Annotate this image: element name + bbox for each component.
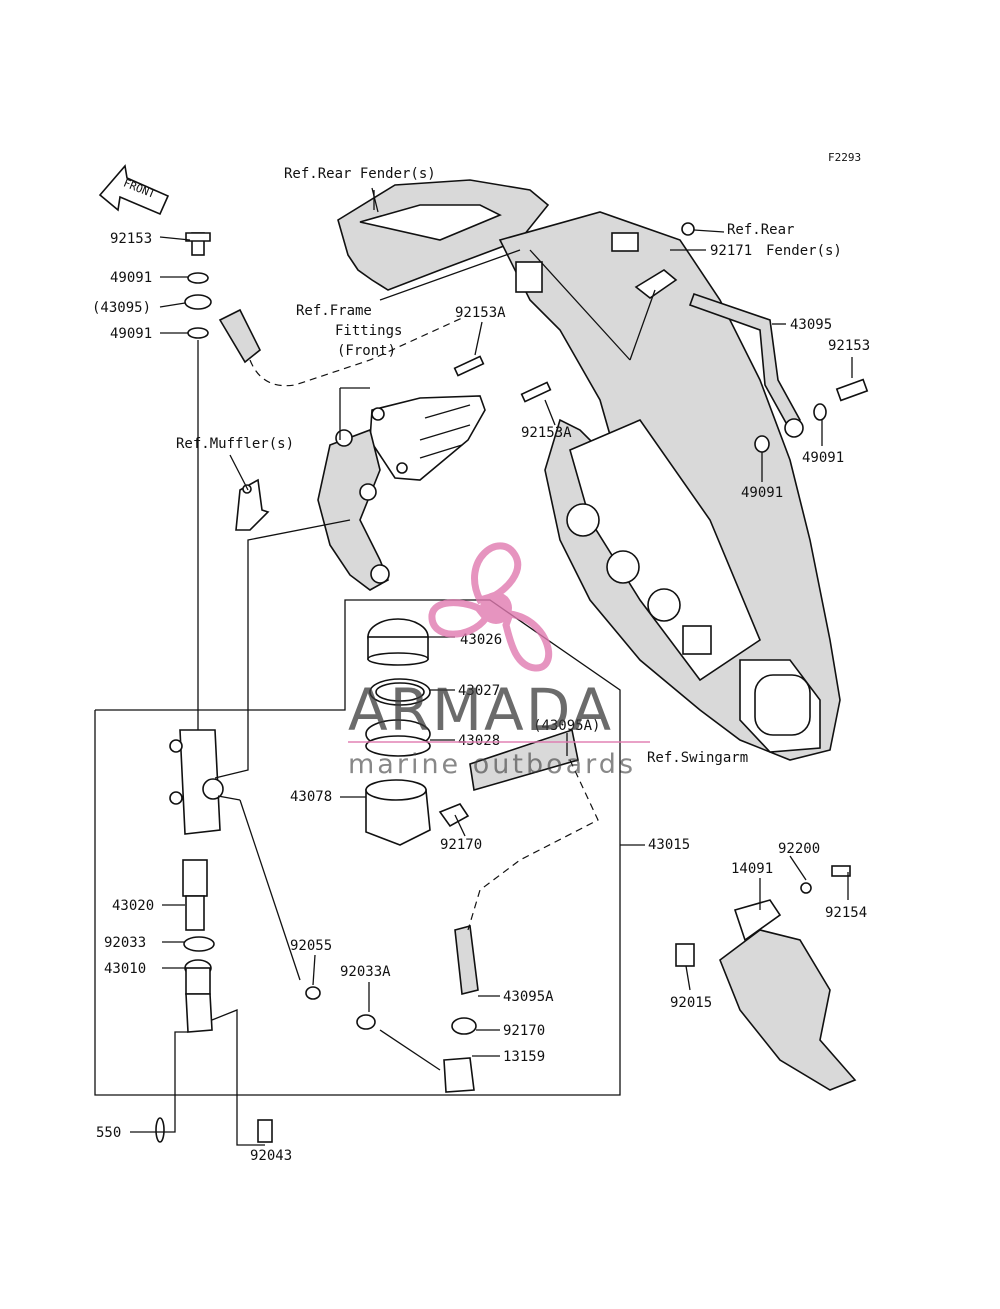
figure-code: F2293 [828,151,861,164]
part-43095: 43095 [790,317,832,333]
right-hose-assembly [634,222,869,453]
watermark-title: ARMADA [348,676,613,744]
left-hose-assembly [184,232,463,387]
part-92170-bot: 92170 [503,1023,545,1039]
part-92043: 92043 [250,1148,292,1164]
watermark: ARMADA marine outboards [348,542,650,780]
part-92153A-mid: 92153A [521,425,572,441]
part-92200: 92200 [778,841,820,857]
part-49091-right-a: 49091 [802,450,844,466]
lower-hose-assembly [443,728,599,1093]
part-43078: 43078 [290,789,332,805]
propeller-logo-icon [428,542,553,672]
part-43020: 43020 [112,898,154,914]
part-92171: 92171 [710,243,752,259]
part-92154: 92154 [825,905,867,921]
part-92033: 92033 [104,935,146,951]
leader-lines [130,190,853,1146]
part-550: 550 [96,1125,121,1141]
rear-fender-illustration [337,179,550,291]
part-92153-right: 92153 [828,338,870,354]
part-43015: 43015 [648,837,690,853]
swingarm-illustration [498,211,841,761]
part-43095-paren: (43095) [92,300,151,316]
part-92170-top: 92170 [440,837,482,853]
ref-rear-fender-right-2: Fender(s) [766,243,842,259]
part-43026: 43026 [460,632,502,648]
small-seals [155,986,376,1143]
bolts-92153A [453,355,552,403]
front-arrow-icon: FRONT [98,164,170,216]
reservoir-bracket-illustration [675,865,857,1091]
part-43010: 43010 [104,961,146,977]
part-92033A: 92033A [340,964,391,980]
part-43095A: 43095A [503,989,554,1005]
ref-muffler: Ref.Muffler(s) [176,436,294,452]
part-43095A-paren: (43095A) [533,718,600,734]
ref-frame-fittings-3: (Front) [337,343,396,359]
part-49091-left-bot: 49091 [110,326,152,342]
muffler-bracket-illustration [235,478,270,531]
part-49091-right-b: 49091 [741,485,783,501]
ref-frame-fittings-1: Ref.Frame [296,303,372,319]
part-92153A-top: 92153A [455,305,506,321]
ref-rear-fender-right-1: Ref.Rear [727,222,794,238]
part-92055: 92055 [290,938,332,954]
part-92015: 92015 [670,995,712,1011]
part-43027: 43027 [458,683,500,699]
ref-rear-fender-top: Ref.Rear Fender(s) [284,166,436,182]
watermark-subtitle: marine outboards [348,749,636,780]
part-49091-left-top: 49091 [110,270,152,286]
part-92153-left: 92153 [110,231,152,247]
ref-frame-fittings-2: Fittings [335,323,402,339]
master-cylinder-illustration [169,729,224,1033]
frame-fitting-illustration [317,395,486,591]
ref-swingarm: Ref.Swingarm [647,750,748,766]
part-13159: 13159 [503,1049,545,1065]
part-14091: 14091 [731,861,773,877]
